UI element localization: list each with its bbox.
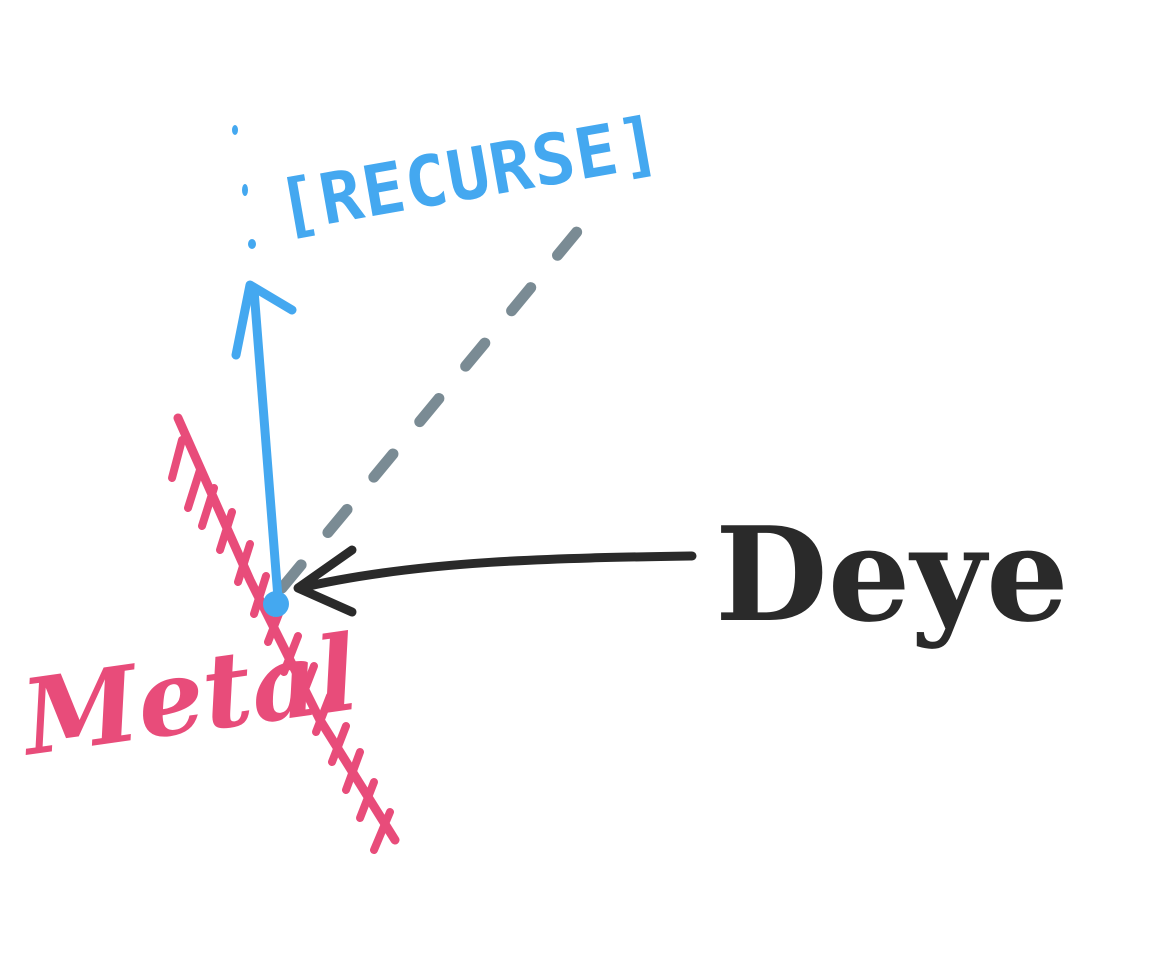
reflected-ray — [249, 285, 283, 603]
eye-label: Deye — [715, 498, 1069, 651]
metal-hatch-mark — [168, 436, 186, 482]
recurse-label: [RECURSE] — [271, 101, 668, 249]
hit-point — [263, 591, 289, 617]
metal-hatch-mark — [216, 508, 236, 554]
arrow-left-icon — [293, 545, 357, 617]
reflected-ray-dots — [232, 125, 256, 249]
metal-hatch-mark — [312, 692, 334, 736]
metal-hatch-mark — [328, 722, 350, 766]
metal-hatch-mark — [184, 466, 204, 512]
incident-ray — [295, 551, 697, 593]
metal-hatch-mark — [342, 748, 364, 794]
metal-hatch-mark — [250, 572, 270, 618]
metal-hatch-mark — [370, 808, 394, 854]
metal-hatch-mark — [234, 540, 254, 586]
arrow-up-icon — [231, 280, 297, 360]
metal-label: Metal — [12, 611, 365, 780]
metal-hatch-mark — [356, 778, 378, 822]
metal-surface — [168, 413, 400, 854]
dashed-ray — [276, 204, 601, 594]
metal-hatch-mark — [296, 662, 318, 706]
metal-hatch-mark — [280, 632, 302, 676]
metal-hatch-mark — [198, 484, 218, 530]
